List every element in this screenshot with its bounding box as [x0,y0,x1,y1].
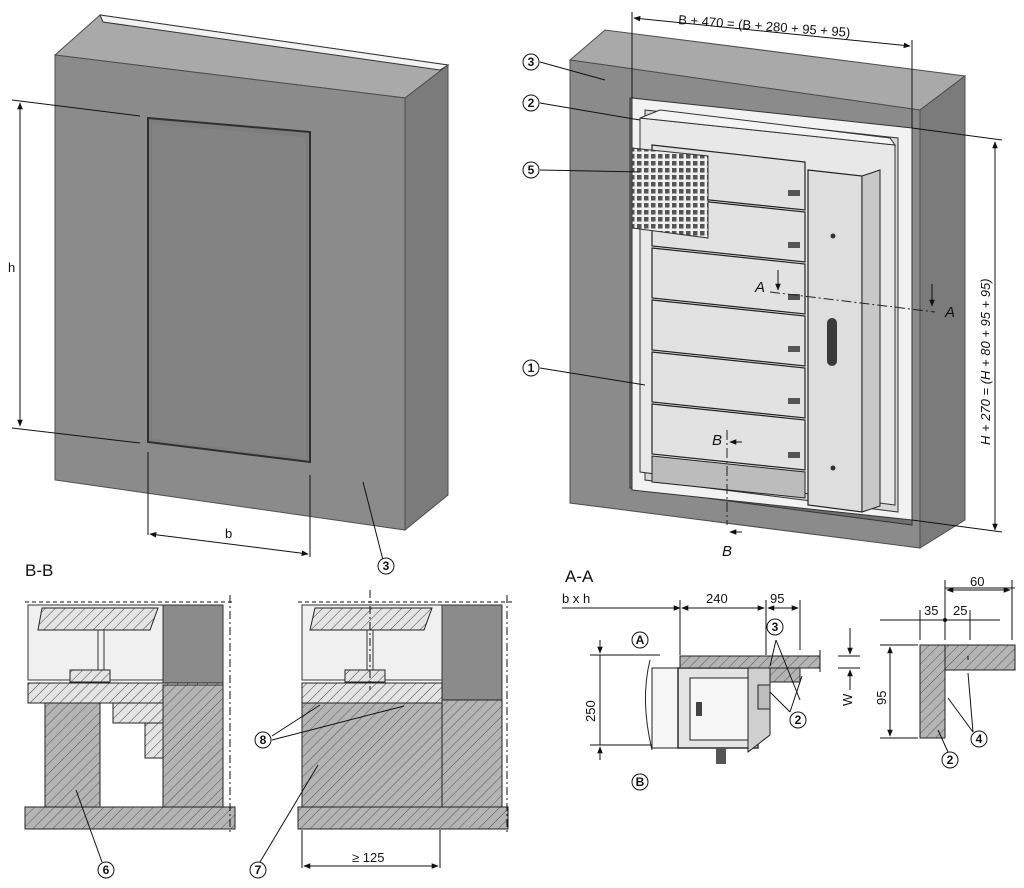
dim-h-label: h [8,260,15,275]
svg-text:3: 3 [528,55,535,69]
dim-right-height: H + 270 = (H + 80 + 95 + 95) [911,127,1003,533]
section-bb-detail-left: 6 [24,595,236,879]
svg-text:B: B [712,432,722,449]
section-aa-title: A-A [565,567,594,586]
drawer-handles [788,190,800,458]
door-panel-inner [152,124,306,458]
dim-right-label: H + 270 = (H + 80 + 95 + 95) [978,278,993,445]
svg-text:95: 95 [874,691,889,705]
vent-grid [631,147,709,239]
wall-view-closed: h b 3 [8,14,450,575]
wall-top-inner [99,14,450,71]
dim-b: b [147,452,311,557]
svg-text:3: 3 [383,559,390,573]
svg-text:4: 4 [976,732,983,746]
section-aa-plan: b x h 240 95 A B 250 [562,591,860,791]
svg-text:95: 95 [770,591,784,606]
wall2-side-face [919,74,966,549]
section-b-marker: B B [712,430,742,560]
section-bb-title: B-B [25,561,53,580]
wall-view-cabinet: B + 470 = (B + 280 + 95 + 95) H + 270 = … [522,12,1003,560]
svg-text:b x h: b x h [562,591,590,606]
svg-text:A: A [636,633,645,647]
svg-text:A: A [944,304,955,321]
svg-text:25: 25 [953,603,967,618]
section-a-marker: A A [754,270,955,321]
svg-text:5: 5 [528,163,535,177]
door-handle [827,318,837,366]
svg-text:2: 2 [795,713,802,727]
section-aa: A-A b x h 240 95 A B 250 [562,567,1016,791]
dim-h: h [8,99,141,444]
svg-text:35: 35 [924,603,938,618]
cabinet-top [639,109,897,146]
svg-text:2: 2 [528,96,535,110]
dim-b-label: b [225,526,232,541]
svg-text:7: 7 [255,863,262,877]
cabinet-door-side [861,169,881,513]
wall-side-face [404,63,449,532]
section-bb: B-B 6 [24,561,515,879]
svg-text:B: B [636,775,645,789]
svg-text:2: 2 [947,753,954,767]
svg-text:3: 3 [772,620,779,634]
svg-text:8: 8 [260,733,267,747]
svg-text:240: 240 [706,591,728,606]
callout-3-left: 3 [377,557,395,575]
svg-text:B: B [722,543,732,560]
svg-text:6: 6 [103,863,110,877]
svg-text:250: 250 [583,700,598,722]
svg-text:W: W [840,693,855,706]
section-aa-corner-detail: 60 35 25 95 4 2 [874,574,1016,769]
section-bb-detail-right: ≥ 125 8 7 [249,590,515,879]
svg-text:1: 1 [528,361,535,375]
dim-125-label: ≥ 125 [352,850,384,865]
svg-text:A: A [754,279,765,296]
dim-top-label: B + 470 = (B + 280 + 95 + 95) [678,12,851,40]
callouts-right-view: 3 2 5 1 [522,53,646,386]
svg-text:60: 60 [970,574,984,589]
